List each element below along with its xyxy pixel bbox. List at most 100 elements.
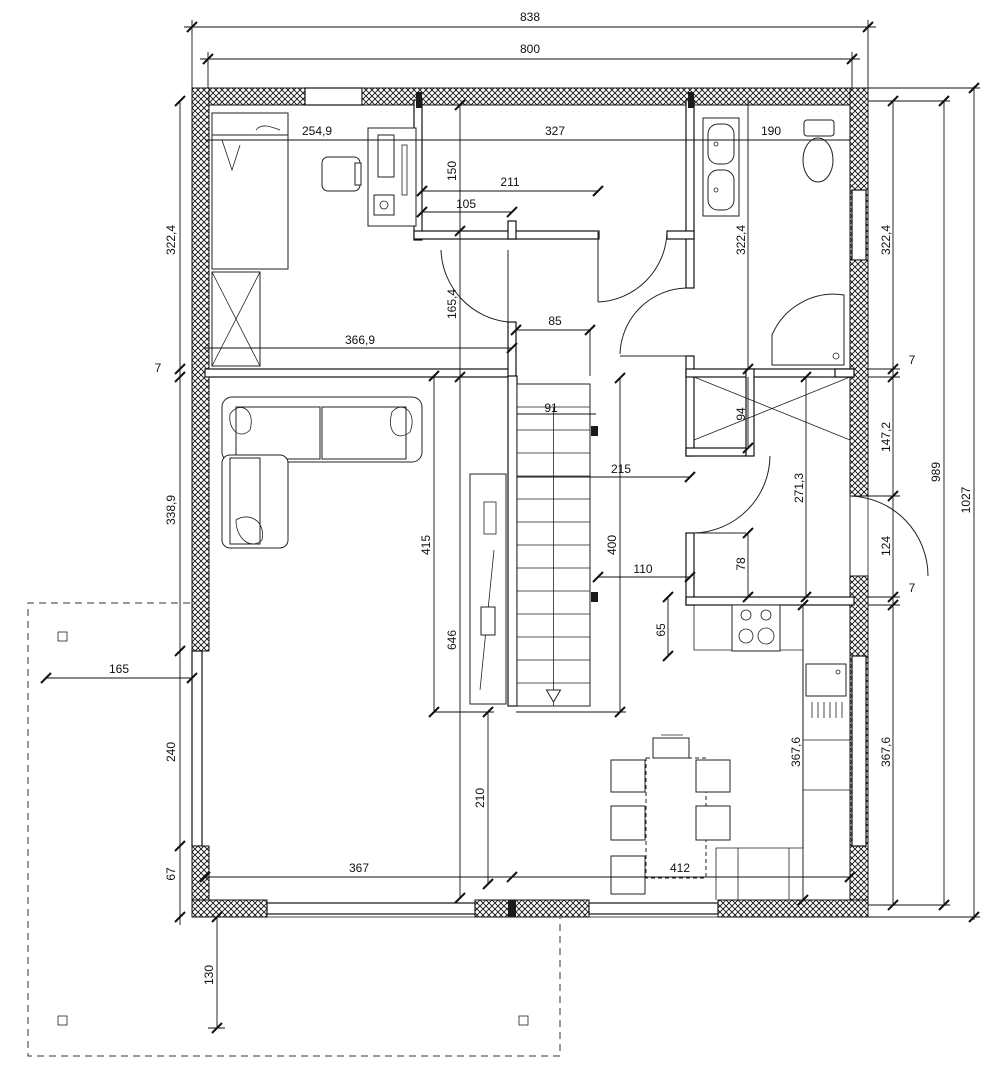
dim-terrace-165: 165 (109, 662, 129, 676)
dimension-tick (742, 363, 754, 375)
dimension-tick (211, 1022, 223, 1034)
dimension-tick (202, 53, 214, 65)
dimension-tick (968, 911, 980, 923)
dim-right-upper: 322,4 (879, 225, 893, 255)
shower (771, 293, 845, 366)
dim-stair-91: 91 (544, 401, 558, 415)
dim-stair-110: 110 (633, 562, 652, 576)
dim-left-middle: 338,9 (164, 495, 178, 525)
desk (367, 127, 417, 227)
dimension-tick (510, 324, 522, 336)
dimension-tick (797, 599, 809, 611)
wall-segment (474, 899, 590, 918)
staircase (516, 383, 591, 707)
dining-table (610, 734, 731, 895)
dimension-tick (454, 892, 466, 904)
dimension-tick (968, 82, 980, 94)
dimension-labels: 838 800 254,9 327 190 322,4 7 338,9 240 … (109, 10, 973, 985)
stove (731, 604, 781, 652)
window (851, 189, 867, 261)
dimension-tick (506, 206, 518, 218)
dimension-lines (46, 20, 980, 1029)
dim-hall-211: 211 (500, 175, 519, 189)
dim-hall-165: 165,4 (445, 289, 459, 319)
dim-right-total-outer: 1027 (959, 486, 973, 513)
dimension-tick (662, 650, 674, 662)
dimension-tick (684, 571, 696, 583)
dimension-tick (742, 591, 754, 603)
tv-unit (469, 473, 507, 705)
terrace-outline (27, 602, 561, 1057)
dimension-tick (174, 95, 186, 107)
dimension-tick (614, 372, 626, 384)
dimension-tick (174, 645, 186, 657)
dimension-tick (211, 911, 223, 923)
dim-hall-150: 150 (445, 161, 459, 181)
dim-kitchen-65: 65 (654, 623, 668, 637)
dimension-ticks (40, 21, 980, 1034)
wall-segment (849, 259, 869, 497)
terrace-post (57, 631, 68, 642)
dimension-tick (428, 706, 440, 718)
dim-stair-400: 400 (605, 535, 619, 555)
dimension-tick (174, 840, 186, 852)
window (304, 87, 363, 106)
toilet-bowl (802, 137, 834, 183)
dim-overall-outer: 838 (520, 10, 540, 24)
bathroom-fixtures (702, 117, 845, 366)
dimension-tick (614, 706, 626, 718)
dim-utility-271: 271,3 (792, 473, 806, 503)
dim-living-415: 415 (419, 535, 433, 555)
dimension-tick (174, 911, 186, 923)
glazing (266, 902, 476, 915)
dimension-tick (584, 324, 596, 336)
dim-overall-inner: 800 (520, 42, 540, 56)
dim-right-total-inner: 989 (929, 462, 943, 482)
dimension-tick (846, 53, 858, 65)
dim-right-mid: 147,2 (879, 422, 893, 452)
dim-left-lower: 240 (164, 742, 178, 762)
dimension-tick (742, 442, 754, 454)
door-swing (440, 249, 509, 323)
dimension-tick (887, 899, 899, 911)
dim-bedroom-width: 366,9 (345, 333, 375, 347)
dimension-tick (844, 871, 856, 883)
dim-wall-7-lower: 7 (909, 581, 916, 595)
dimension-tick (887, 490, 899, 502)
dimension-tick (592, 571, 604, 583)
dimension-tick (797, 894, 809, 906)
doors (440, 231, 929, 577)
stair-arrow-icon (545, 689, 562, 703)
dim-wall-7-left: 7 (155, 361, 162, 375)
dim-top-mid-room: 327 (545, 124, 565, 138)
dimension-tick (482, 878, 494, 890)
dim-right-lower: 367,6 (879, 737, 893, 767)
outer-walls (191, 87, 869, 918)
dimension-tick (174, 363, 186, 375)
dimension-tick (199, 871, 211, 883)
dimension-tick (454, 99, 466, 111)
dimension-tick (506, 342, 518, 354)
office-chair (321, 156, 362, 192)
dim-utility-78: 78 (734, 557, 748, 571)
dim-hall-85: 85 (548, 314, 562, 328)
dim-kitchen-367: 367,6 (789, 737, 803, 767)
dim-right-door: 124 (879, 536, 893, 556)
wardrobe (211, 271, 261, 367)
dim-utility-94: 94 (734, 407, 748, 421)
dim-hall-105: 105 (456, 197, 476, 211)
window (588, 902, 719, 915)
dimension-tick (506, 871, 518, 883)
utility-storage (693, 376, 851, 441)
dimension-tick (887, 599, 899, 611)
dimension-tick (482, 706, 494, 718)
dimension-tick (887, 371, 899, 383)
dim-wall-7-right: 7 (909, 353, 916, 367)
dimension-tick (887, 363, 899, 375)
dimension-tick (662, 591, 674, 603)
glazing (191, 650, 203, 847)
dimension-tick (454, 225, 466, 237)
dimension-tick (938, 95, 950, 107)
dim-top-left-room: 254,9 (302, 124, 332, 138)
